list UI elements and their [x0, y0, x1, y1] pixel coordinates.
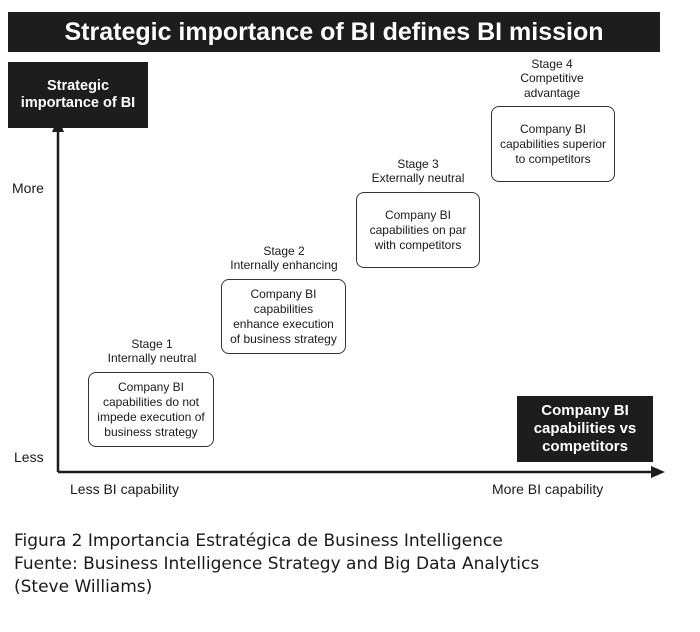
stage-2-box: Company BI capabilities enhance executio…: [221, 279, 346, 354]
x-axis-label: Company BI capabilities vs competitors: [517, 396, 653, 462]
caption-line-3: (Steve Williams): [14, 576, 153, 597]
stage-1-title: Stage 1 Internally neutral: [107, 337, 197, 366]
x-axis-less-label: Less BI capability: [70, 481, 179, 497]
x-axis-arrowhead: [651, 466, 665, 478]
y-axis-less-label: Less: [14, 449, 44, 465]
caption-line-2: Fuente: Business Intelligence Strategy a…: [14, 553, 540, 574]
y-axis-label: Strategic importance of BI: [8, 62, 148, 128]
stage-3-title: Stage 3 Externally neutral: [371, 157, 465, 186]
stage-2-title: Stage 2 Internally enhancing: [230, 244, 338, 273]
figure-caption: Figura 2 Importancia Estratégica de Busi…: [14, 530, 654, 599]
y-axis-more-label: More: [12, 180, 44, 196]
stage-1-box: Company BI capabilities do not impede ex…: [88, 372, 214, 447]
stage-4-title: Stage 4 Competitive advantage: [520, 57, 584, 100]
caption-line-1: Figura 2 Importancia Estratégica de Busi…: [14, 531, 503, 551]
stage-4-box: Company BI capabilities superior to comp…: [491, 106, 615, 182]
diagram-title: Strategic importance of BI defines BI mi…: [8, 12, 660, 52]
x-axis-more-label: More BI capability: [492, 481, 604, 497]
stage-3-box: Company BI capabilities on par with comp…: [356, 192, 480, 268]
